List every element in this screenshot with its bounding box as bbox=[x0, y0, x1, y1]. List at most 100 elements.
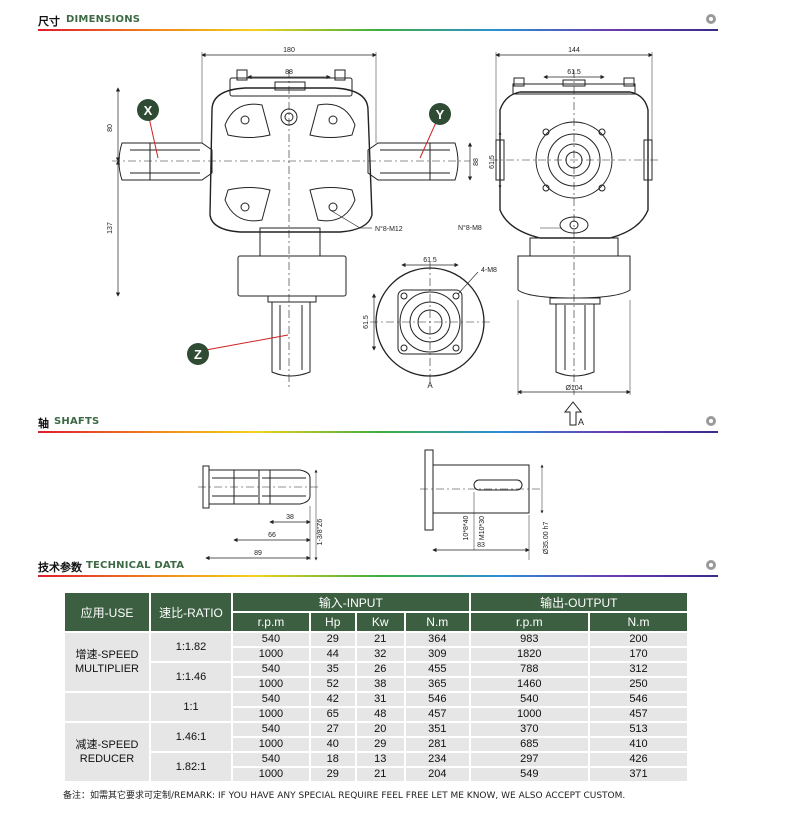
section-rule bbox=[38, 29, 718, 31]
header-output: 输出-OUTPUT bbox=[470, 593, 687, 611]
label-x: X bbox=[144, 103, 153, 118]
cell-value: 204 bbox=[405, 768, 469, 781]
section-dot-icon bbox=[706, 560, 716, 570]
cell-value: 32 bbox=[356, 648, 404, 661]
cell-value: 685 bbox=[470, 738, 588, 751]
section-rule bbox=[38, 431, 718, 433]
cell-value: 351 bbox=[405, 723, 469, 736]
cell-value: 1460 bbox=[470, 678, 588, 691]
cell-value: 788 bbox=[470, 663, 588, 676]
cell-value: 1000 bbox=[470, 708, 588, 721]
dim-side-104: Ø104 bbox=[565, 385, 582, 392]
label-z: Z bbox=[194, 347, 202, 362]
section-title-zh: 轴 bbox=[38, 417, 49, 430]
cell-value: 364 bbox=[405, 633, 469, 646]
header-use: 应用-USE bbox=[65, 593, 149, 631]
cell-value: 457 bbox=[590, 708, 687, 721]
cell-value: 20 bbox=[356, 723, 404, 736]
cell-value: 1000 bbox=[233, 678, 309, 691]
cell-value: 410 bbox=[590, 738, 687, 751]
dim-side-615v: 61.5 bbox=[489, 155, 496, 169]
section-title-en: SHAFTS bbox=[54, 416, 100, 427]
cell-value: 513 bbox=[590, 723, 687, 736]
cell-value: 200 bbox=[590, 633, 687, 646]
cell-value: 365 bbox=[405, 678, 469, 691]
dim-shaft-66: 66 bbox=[268, 532, 276, 539]
cell-value: 31 bbox=[356, 693, 404, 706]
cell-value: 540 bbox=[233, 663, 309, 676]
dim-front-88: 88 bbox=[285, 69, 293, 76]
label-y: Y bbox=[436, 107, 445, 122]
cell-value: 540 bbox=[233, 723, 309, 736]
cell-ratio: 1:1.46 bbox=[151, 663, 231, 691]
dim-shaft-spline: 1-3/8"Z6 bbox=[317, 519, 324, 546]
cell-value: 250 bbox=[590, 678, 687, 691]
shaft-left-view bbox=[198, 465, 318, 561]
cell-value: 40 bbox=[310, 738, 355, 751]
cell-value: 297 bbox=[470, 753, 588, 766]
cell-value: 29 bbox=[310, 768, 355, 781]
cell-value: 312 bbox=[590, 663, 687, 676]
section-dimensions: 尺寸 DIMENSIONS bbox=[38, 12, 718, 31]
cell-use: 增速-SPEED MULTIPLIER bbox=[65, 633, 149, 691]
cell-value: 21 bbox=[356, 768, 404, 781]
subheader-1: Hp bbox=[310, 613, 355, 631]
dim-front-80: 80 bbox=[107, 124, 114, 132]
cell-value: 29 bbox=[356, 738, 404, 751]
cell-ratio: 1:1.82 bbox=[151, 633, 231, 661]
cell-value: 457 bbox=[405, 708, 469, 721]
section-dot-icon bbox=[706, 416, 716, 426]
cell-value: 29 bbox=[310, 633, 355, 646]
cell-value: 540 bbox=[470, 693, 588, 706]
subheader-2: Kw bbox=[356, 613, 404, 631]
cell-value: 13 bbox=[356, 753, 404, 766]
label-y-marker: Y bbox=[429, 103, 451, 125]
section-dot-icon bbox=[706, 14, 716, 24]
remark-note: 备注：如需其它要求可定制/REMARK: IF YOU HAVE ANY SPE… bbox=[63, 791, 626, 801]
cell-value: 371 bbox=[590, 768, 687, 781]
cell-value: 27 bbox=[310, 723, 355, 736]
cell-value: 35 bbox=[310, 663, 355, 676]
cell-value: 38 bbox=[356, 678, 404, 691]
section-technical: 技术参数 TECHNICAL DATA bbox=[38, 558, 718, 577]
cell-ratio: 1.46:1 bbox=[151, 723, 231, 751]
dim-side-144: 144 bbox=[568, 47, 580, 54]
section-rule bbox=[38, 575, 718, 577]
dim-flange-615: 61.5 bbox=[423, 257, 437, 264]
cell-value: 546 bbox=[590, 693, 687, 706]
subheader-3: N.m bbox=[405, 613, 469, 631]
use-en: MULTIPLIER bbox=[75, 663, 139, 675]
cell-value: 26 bbox=[356, 663, 404, 676]
cell-value: 540 bbox=[233, 753, 309, 766]
side-arrow-label: A bbox=[578, 417, 584, 427]
technical-data-table: 应用-USE 速比-RATIO 输入-INPUT 输出-OUTPUT r.p.m… bbox=[63, 591, 689, 783]
dim-shaft-89: 89 bbox=[254, 550, 262, 557]
note-flange-4m8: 4-M8 bbox=[481, 267, 497, 274]
cell-value: 1000 bbox=[233, 768, 309, 781]
note-front-n8m12: N°8-M12 bbox=[375, 225, 403, 233]
shaft-right-view bbox=[420, 449, 544, 560]
flange-label: A bbox=[427, 381, 433, 390]
cell-value: 65 bbox=[310, 708, 355, 721]
flange-view bbox=[370, 262, 490, 382]
section-title-zh: 技术参数 bbox=[38, 561, 82, 574]
cell-value: 170 bbox=[590, 648, 687, 661]
dim-front-88v: 88 bbox=[473, 158, 480, 166]
dim-front-180: 180 bbox=[283, 47, 295, 54]
use-zh: 增速-SPEED bbox=[75, 649, 139, 661]
cell-value: 546 bbox=[405, 693, 469, 706]
cell-value: 52 bbox=[310, 678, 355, 691]
cell-use bbox=[65, 693, 149, 721]
cell-value: 540 bbox=[233, 693, 309, 706]
section-title-en: TECHNICAL DATA bbox=[86, 560, 185, 571]
front-view bbox=[112, 52, 473, 390]
cell-value: 44 bbox=[310, 648, 355, 661]
section-shafts: 轴 SHAFTS bbox=[38, 414, 718, 433]
